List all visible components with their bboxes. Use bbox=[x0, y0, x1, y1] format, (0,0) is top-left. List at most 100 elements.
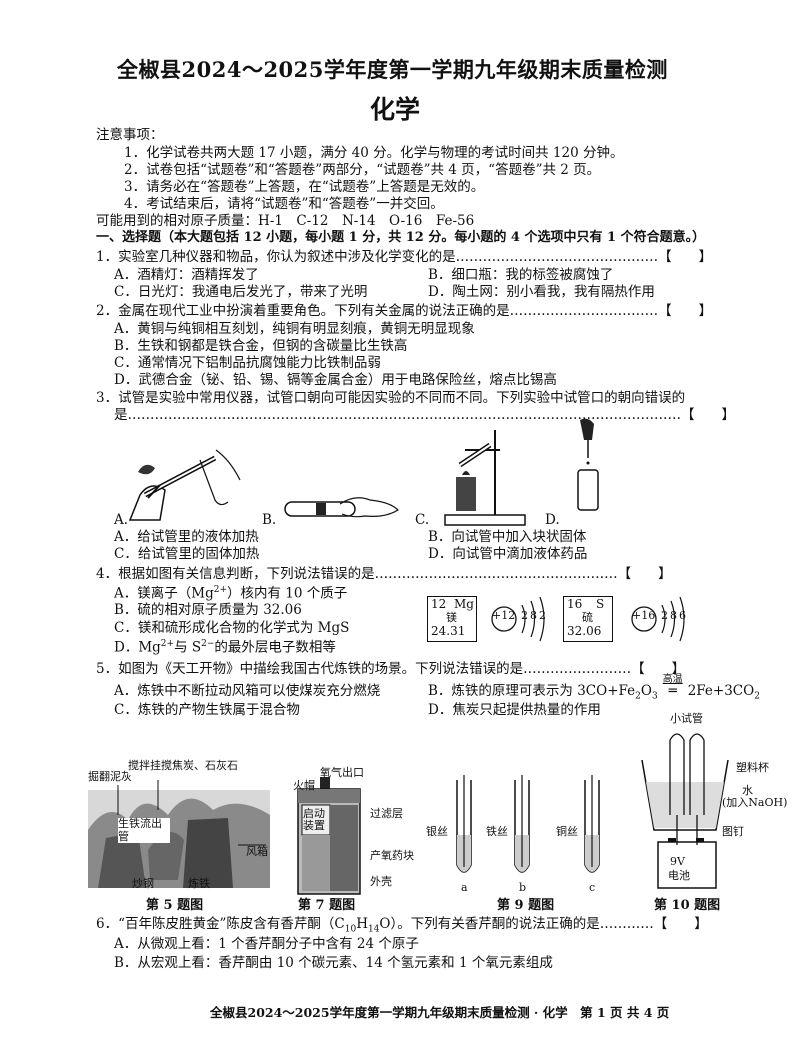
q4-option-d: D．Mg2+与 S2−的最外层电子数相等 bbox=[114, 639, 336, 656]
q4-option-c: C．镁和硫形成化合物的化学式为 MgS bbox=[114, 620, 350, 636]
fig7-label-shell: 外壳 bbox=[370, 875, 392, 888]
q2-stem: 2．金属在现代工业中扮演着重要角色。下列有关金属的说法正确的是………………………… bbox=[96, 303, 713, 319]
q5-b-sub-2: 3 bbox=[651, 691, 658, 702]
s-mass: 32.06 bbox=[567, 624, 602, 638]
mg-symbol: Mg bbox=[454, 597, 474, 611]
mg-shell-1: 2 bbox=[521, 609, 528, 622]
q3-option-a: A．给试管里的液体加热 bbox=[114, 529, 259, 545]
atomic-mass-line: 可能用到的相对原子质量：H-1 C-12 N-14 O-16 Fe-56 bbox=[96, 213, 475, 229]
q6-option-b: B．从宏观上看：香芹酮由 10 个碳元素、14 个氢元素和 1 个氧元素组成 bbox=[114, 955, 553, 971]
q2-option-c: C．通常情况下铝制品抗腐蚀能力比铁制品弱 bbox=[114, 355, 381, 371]
q6-stem-text-3: O）。下列有关香芹酮的说法正确的是…………【 】 bbox=[379, 916, 708, 932]
q3-stem-line-2: 是………………………………………………………………………………………………………… bbox=[114, 407, 735, 423]
q5-b-condition-text: 高温 bbox=[662, 674, 683, 685]
fig7-label-oxygen-outlet: 氧气出口 bbox=[320, 766, 364, 779]
fig9-label-copper: 铜丝 bbox=[556, 825, 578, 838]
q3-label-b: B. bbox=[262, 512, 277, 528]
q4-option-a: A．镁离子（Mg2+）核内有 10 个质子 bbox=[114, 585, 347, 602]
fig9-label-iron: 铁丝 bbox=[486, 825, 508, 838]
mg-mass: 24.31 bbox=[431, 624, 466, 638]
s-shell-1: 2 bbox=[661, 609, 668, 622]
fig10-label-pin: 图钉 bbox=[722, 825, 744, 838]
mg-element-card: 12 Mg 镁 24.31 bbox=[427, 596, 477, 642]
fig5-label-stir: 搅拌挂搅焦炭、石灰石 bbox=[128, 759, 238, 773]
q6-stem-text-2: H bbox=[356, 916, 368, 932]
q5-option-c: C．炼铁的产物生铁属于混合物 bbox=[114, 702, 300, 718]
fig10-label-naoh: (加入NaOH) bbox=[722, 796, 788, 809]
fig7-label-starter: 启动装置 bbox=[303, 807, 325, 833]
q3-label-d: D. bbox=[545, 512, 560, 528]
mg-name: 镁 bbox=[446, 611, 457, 624]
q3-option-b: B．向试管中加入块状固体 bbox=[428, 529, 587, 545]
fig7-label-fire-cap: 火帽 bbox=[293, 779, 315, 792]
fig7-caption: 第 7 题图 bbox=[298, 898, 356, 913]
notice-item-4: 4．考试结束后，请将“试题卷”和“答题卷”一并交回。 bbox=[124, 196, 444, 212]
fig10-electrolysis-apparatus bbox=[641, 733, 729, 889]
q4-a-text-2: ）核内有 10 个质子 bbox=[227, 585, 348, 602]
q5-option-d: D．焦炭只起提供热量的作用 bbox=[428, 702, 601, 718]
fig5-label-smelt-iron: 炼铁 bbox=[188, 877, 210, 890]
fig10-label-voltage: 9V bbox=[670, 855, 685, 868]
fig9-test-tubes bbox=[456, 775, 600, 873]
notice-item-2: 2．试卷包括“试题卷”和“答题卷”两部分，“试题卷”共 4 页，“答题卷”共 2… bbox=[124, 162, 601, 178]
fig9-tube-b: b bbox=[519, 881, 527, 894]
notice-item-3: 3．请务必在“答题卷”上答题，在“试题卷”上答题是无效的。 bbox=[124, 179, 485, 195]
q3-figure-c bbox=[444, 430, 526, 526]
q3-option-d: D．向试管中滴加液体药品 bbox=[428, 546, 588, 562]
fig10-caption: 第 10 题图 bbox=[654, 898, 721, 913]
q1-stem: 1．实验室几种仪器和物品，你认为叙述中涉及化学变化的是…………………………………… bbox=[96, 249, 713, 265]
s-element-card: 16 S 硫 32.06 bbox=[563, 596, 613, 642]
q6-option-a: A．从微观上看：1 个香芹酮分子中含有 24 个原子 bbox=[114, 936, 419, 952]
section-1-heading: 一、选择题（本大题包括 12 小题，每小题 1 分，共 12 分。每小题的 4 … bbox=[96, 230, 706, 245]
q6-stem-text-1: 6．“百年陈皮胜黄金”陈皮含有香芹酮（C bbox=[96, 916, 345, 932]
subject-title: 化学 bbox=[370, 95, 421, 124]
q3-option-c: C．给试管里的固体加热 bbox=[114, 546, 260, 562]
fig5-label-pig-iron-outlet: 生铁流出管 bbox=[118, 817, 170, 844]
page-footer: 全椒县2024～2025学年度第一学期九年级期末质量检测 · 化学 第 1 页 … bbox=[210, 1005, 670, 1020]
q4-option-b: B．硫的相对原子质量为 32.06 bbox=[114, 602, 302, 618]
q3-label-c: C. bbox=[415, 512, 430, 528]
mg-atomic-number: 12 bbox=[431, 597, 447, 611]
q5-option-a: A．炼铁中不断拉动风箱可以使煤炭充分燃烧 bbox=[114, 683, 381, 699]
fig9-tube-c: c bbox=[589, 881, 596, 894]
mg-shell-2: 8 bbox=[530, 609, 537, 622]
fig7-oxygen-generator bbox=[297, 777, 361, 895]
s-name: 硫 bbox=[582, 611, 593, 624]
mg-nucleus-charge: +12 bbox=[492, 609, 516, 622]
q4-d-text-1: D．Mg bbox=[114, 639, 161, 656]
q3-figure-b bbox=[284, 497, 399, 518]
q1-option-b: B．细口瓶：我的标签被腐蚀了 bbox=[428, 267, 614, 283]
fig10-label-battery: 电池 bbox=[668, 869, 690, 882]
q5-b-sub-1: 2 bbox=[635, 691, 641, 702]
s-nucleus-charge: +16 bbox=[632, 609, 656, 622]
q6-sub-2: 14 bbox=[367, 924, 380, 935]
q4-d-text-3: 的最外层电子数相等 bbox=[214, 639, 336, 656]
exam-title: 全椒县2024～2025学年度第一学期九年级期末质量检测 bbox=[117, 57, 668, 82]
notice-item-1: 1．化学试卷共两大题 17 小题，满分 40 分。化学与物理的考试时间共 120… bbox=[124, 145, 624, 161]
s-atom-structure bbox=[631, 596, 685, 642]
q1-option-a: A．酒精灯：酒精挥发了 bbox=[114, 267, 259, 283]
q5-stem: 5．如图为《天工开物》中描绘我国古代炼铁的场景。下列说法错误的是……………………… bbox=[96, 661, 686, 677]
s-shell-2: 8 bbox=[670, 609, 677, 622]
q3-figure-a bbox=[128, 449, 241, 521]
q4-d-sup-2: 2− bbox=[201, 639, 215, 649]
fig9-caption: 第 9 题图 bbox=[497, 898, 555, 913]
q5-b-text-1: B．炼铁的原理可表示为 3CO+Fe bbox=[428, 683, 636, 699]
q3-figure-d bbox=[577, 418, 599, 511]
q6-sub-1: 10 bbox=[344, 924, 357, 935]
q5-b-sub-3: 2 bbox=[754, 691, 760, 702]
q2-option-d: D．武德合金（铋、铅、锡、镉等金属合金）用于电路保险丝，熔点比锡高 bbox=[114, 372, 557, 388]
mg-shell-3: 2 bbox=[539, 609, 546, 622]
q5-b-condition: 高温═ bbox=[658, 674, 688, 700]
fig7-label-oxygen-block: 产氧药块 bbox=[370, 849, 414, 862]
q3-label-a: A. bbox=[114, 512, 129, 528]
fig10-label-plastic-cup: 塑料杯 bbox=[736, 761, 769, 774]
q2-option-b: B．生铁和钢都是铁合金，但钢的含碳量比生铁高 bbox=[114, 338, 408, 354]
fig10-label-water: 水 bbox=[742, 784, 753, 797]
fig5-label-stir-steel: 炒钢 bbox=[132, 877, 154, 890]
q4-stem: 4．根据如图有关信息判断，下列说法错误的是………………………………………………【… bbox=[96, 566, 672, 582]
q4-d-text-2: 与 S bbox=[174, 639, 202, 656]
fig9-tube-a: a bbox=[461, 881, 468, 894]
fig5-label-dig-mud: 掘翻泥灰 bbox=[88, 770, 132, 784]
